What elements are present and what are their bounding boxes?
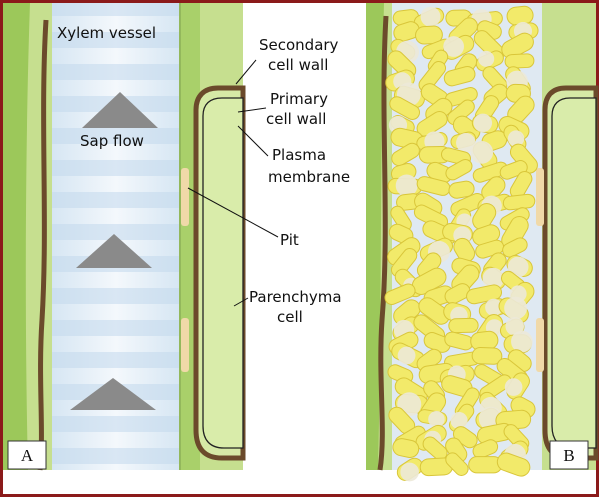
tylose-nucleus [421, 7, 441, 27]
label-secondary-1: Secondary [259, 36, 339, 54]
tylose [449, 318, 479, 333]
tylose-nucleus [470, 141, 493, 164]
label-primary-2: cell wall [266, 110, 326, 128]
tyloses-cluster [383, 5, 541, 483]
tylose-nucleus [474, 114, 493, 133]
label-plasma-2: membrane [268, 168, 350, 186]
tylose-nucleus [504, 297, 527, 320]
tylose-nucleus [400, 463, 419, 482]
tylose-nucleus [505, 378, 523, 396]
panel-a: A [3, 3, 243, 470]
label-sap-flow: Sap flow [80, 132, 144, 150]
panel-a-label: A [21, 446, 34, 465]
label-secondary-2: cell wall [268, 56, 328, 74]
pit-1 [181, 168, 189, 226]
tylose-nucleus [478, 51, 494, 67]
tylose [505, 54, 534, 69]
label-plasma-1: Plasma [272, 146, 326, 164]
label-xylem-vessel: Xylem vessel [57, 24, 156, 42]
tylose [469, 457, 502, 473]
label-parenchyma-2: cell [277, 308, 303, 326]
label-pit: Pit [280, 231, 299, 249]
panel-b-plasma-membrane [552, 98, 596, 448]
tylose-nucleus [511, 331, 533, 353]
pit-2 [181, 318, 189, 372]
tylose [472, 347, 502, 364]
label-primary-1: Primary [270, 90, 328, 108]
panel-b-pit-1 [536, 168, 544, 226]
tylose-nucleus [398, 347, 416, 365]
panel-b-label: B [563, 446, 574, 465]
label-parenchyma-1: Parenchyma [249, 288, 342, 306]
panel-b-pit-2 [536, 318, 544, 372]
tylose-nucleus [396, 175, 418, 197]
plasma-membrane [203, 98, 243, 448]
panel-b: B [366, 3, 596, 484]
